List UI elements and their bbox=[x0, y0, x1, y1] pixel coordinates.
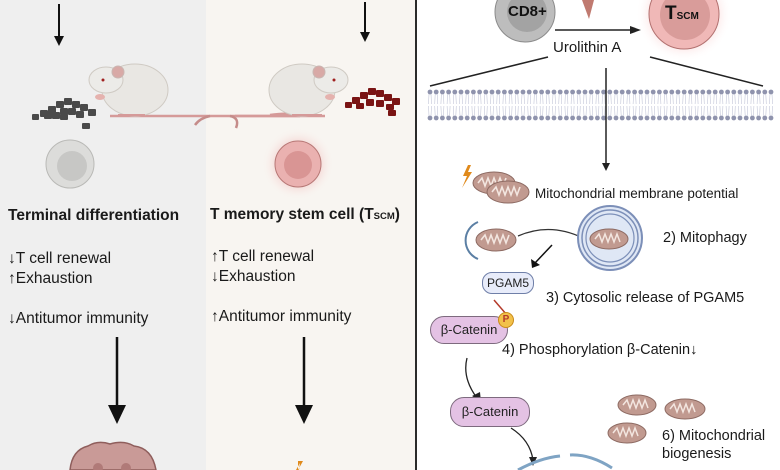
tscm-item: ↑Antitumor immunity bbox=[211, 308, 352, 325]
tscm-cell-icon bbox=[262, 128, 334, 200]
mitochondria-icon bbox=[472, 171, 530, 204]
cd8-label: CD8+ bbox=[508, 3, 547, 20]
tscm-item: ↑T cell renewal bbox=[211, 248, 315, 265]
panel-divider bbox=[415, 0, 417, 470]
lightning-icon bbox=[462, 165, 472, 188]
mitochondria-cluster-icon bbox=[607, 394, 706, 444]
mitochondria-icon bbox=[475, 228, 517, 252]
tscm-title-main: T memory stem cell (T bbox=[210, 206, 374, 223]
tscm-item: ↓Exhaustion bbox=[211, 268, 296, 285]
terminal-t-cell-icon bbox=[45, 139, 95, 189]
terminal-item: ↑Exhaustion bbox=[8, 270, 93, 287]
mitophagy-label: 2) Mitophagy bbox=[663, 230, 747, 246]
urolithin-diet-pellets-icon bbox=[345, 88, 400, 116]
tscm-cell-label: TSCM bbox=[665, 3, 699, 25]
tscm-title-sub: SCM bbox=[373, 211, 395, 222]
phosphorylation-label: 4) Phosphorylation β-Catenin↓ bbox=[502, 342, 698, 358]
tscm-cell-icon bbox=[636, 0, 732, 62]
beta-catenin-box: β-Catenin bbox=[430, 316, 508, 344]
biogenesis-label: biogenesis bbox=[662, 446, 732, 462]
tscm-label-main: T bbox=[665, 3, 677, 24]
urolithin-a-label: Urolithin A bbox=[553, 39, 622, 56]
mouse-icon bbox=[88, 63, 301, 129]
membrane-potential-label: Mitochondrial membrane potential bbox=[535, 186, 739, 201]
beta-catenin-box: β-Catenin bbox=[450, 397, 530, 427]
tscm-title-end: ) bbox=[394, 206, 400, 223]
lightning-icon bbox=[296, 461, 303, 470]
arrow-down-icon bbox=[54, 4, 64, 46]
tscm-label-sub: SCM bbox=[676, 11, 699, 22]
terminal-item: ↓Antitumor immunity bbox=[8, 310, 149, 327]
cell-membrane bbox=[427, 89, 774, 121]
standard-diet-pellets-icon bbox=[32, 98, 96, 129]
terminal-differentiation-title: Terminal differentiation bbox=[8, 207, 180, 224]
phosphate-badge: P bbox=[498, 312, 514, 328]
nucleus-icon bbox=[517, 453, 613, 470]
terminal-item: ↓T cell renewal bbox=[8, 250, 112, 267]
arrow-down-icon bbox=[295, 337, 313, 424]
arrow-down-icon bbox=[602, 68, 610, 171]
mouse-icon bbox=[235, 63, 349, 118]
urolithin-drop-icon bbox=[582, 0, 594, 19]
arrow-right-icon bbox=[555, 26, 641, 34]
autophagosome-icon bbox=[577, 205, 643, 271]
zoom-line bbox=[429, 56, 549, 87]
phagophore-icon bbox=[464, 221, 479, 260]
arrow-down-icon bbox=[108, 337, 126, 424]
zoom-line bbox=[649, 56, 764, 87]
arrow-down-icon bbox=[360, 2, 370, 42]
pgam5-box: PGAM5 bbox=[482, 272, 534, 294]
tumor-icon bbox=[69, 441, 157, 470]
tscm-title: T memory stem cell (TSCM) bbox=[210, 206, 400, 224]
biogenesis-label: 6) Mitochondrial bbox=[662, 428, 766, 444]
pgam5-release-label: 3) Cytosolic release of PGAM5 bbox=[546, 290, 745, 306]
cd8-cell-icon bbox=[494, 0, 556, 43]
